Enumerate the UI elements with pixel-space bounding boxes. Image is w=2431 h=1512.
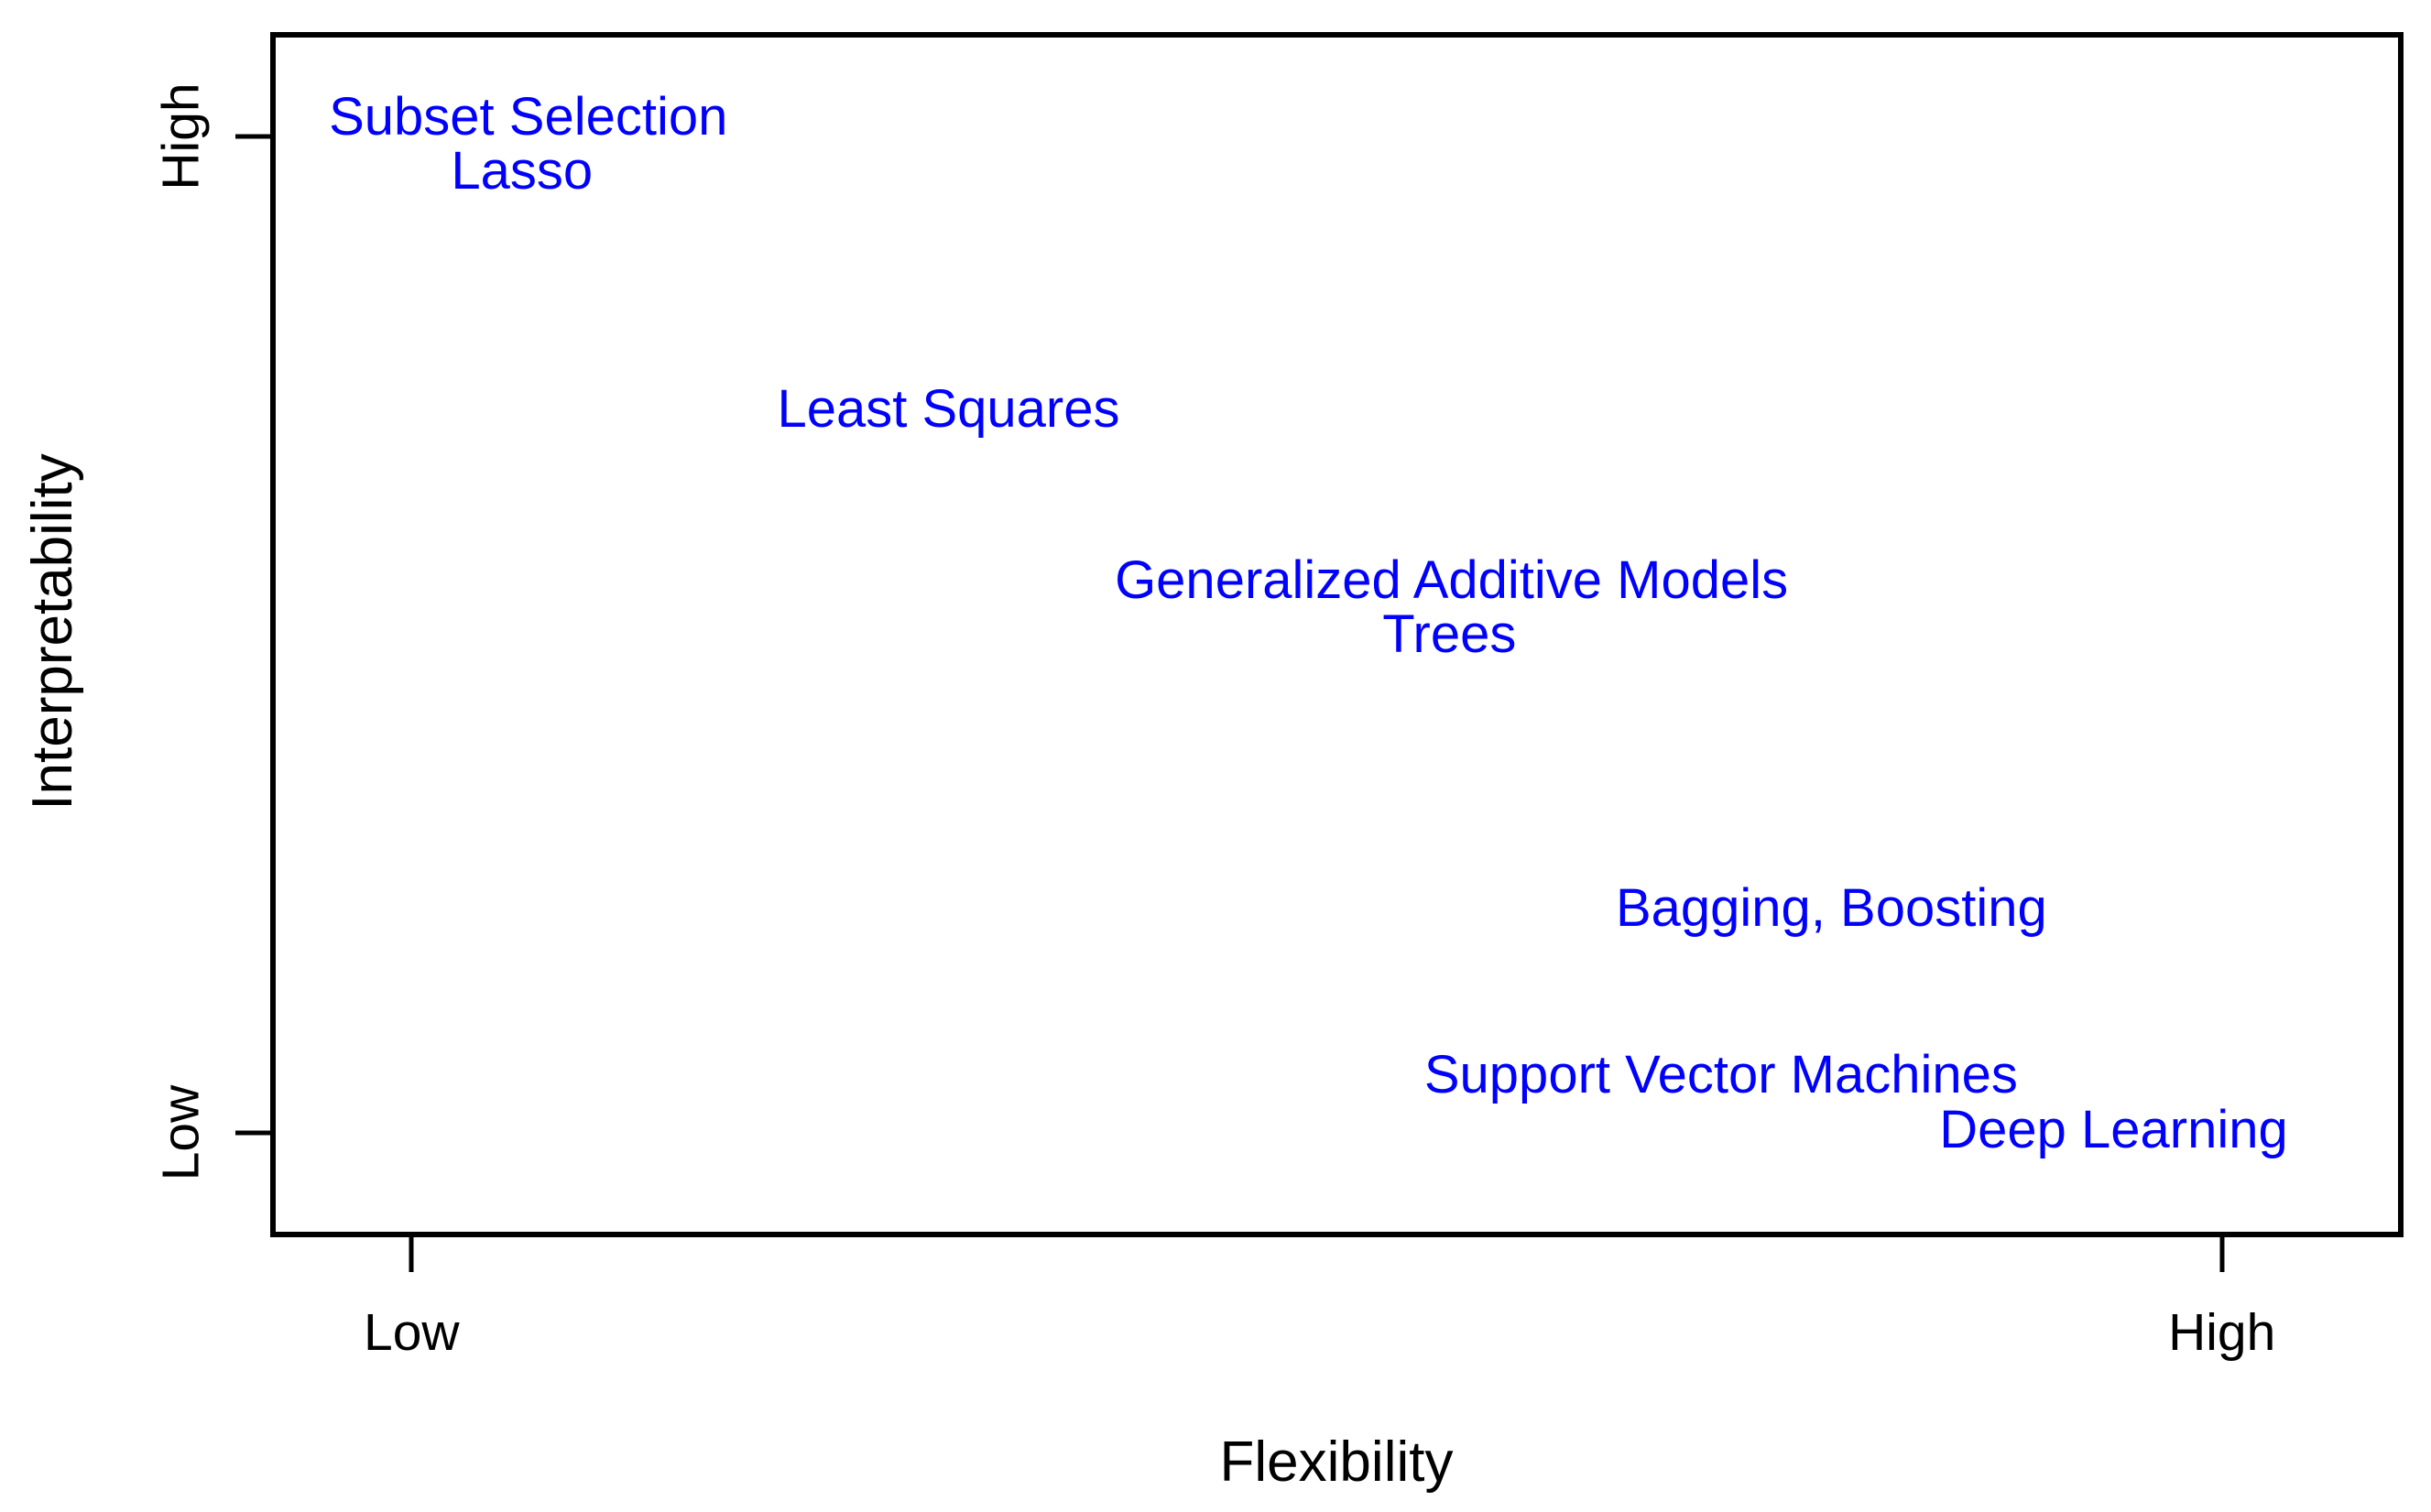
y-axis-tick-high xyxy=(235,134,270,139)
x-axis-title: Flexibility xyxy=(1219,1430,1454,1494)
method-label-trees: Trees xyxy=(1382,604,1517,664)
x-axis-tick-low xyxy=(409,1237,414,1272)
y-axis-tick-label-high: High xyxy=(151,82,211,190)
method-label-deep-learning: Deep Learning xyxy=(1939,1100,2288,1160)
y-axis-tick-label-low: Low xyxy=(151,1084,211,1181)
method-label-subset-selection: Subset Selection xyxy=(329,87,728,147)
method-label-lasso: Lasso xyxy=(451,141,594,201)
method-label-bagging-boosting: Bagging, Boosting xyxy=(1615,877,2047,938)
y-axis-tick-low xyxy=(235,1130,270,1136)
method-label-support-vector-machines: Support Vector Machines xyxy=(1423,1045,2018,1105)
y-axis-title: Interpretability xyxy=(21,453,84,810)
method-label-least-squares: Least Squares xyxy=(777,378,1120,439)
x-axis-tick-label-low: Low xyxy=(363,1303,460,1362)
x-axis-tick-high xyxy=(2219,1237,2225,1272)
method-label-generalized-additive-models: Generalized Additive Models xyxy=(1115,550,1789,611)
x-axis-tick-label-high: High xyxy=(2168,1303,2276,1362)
